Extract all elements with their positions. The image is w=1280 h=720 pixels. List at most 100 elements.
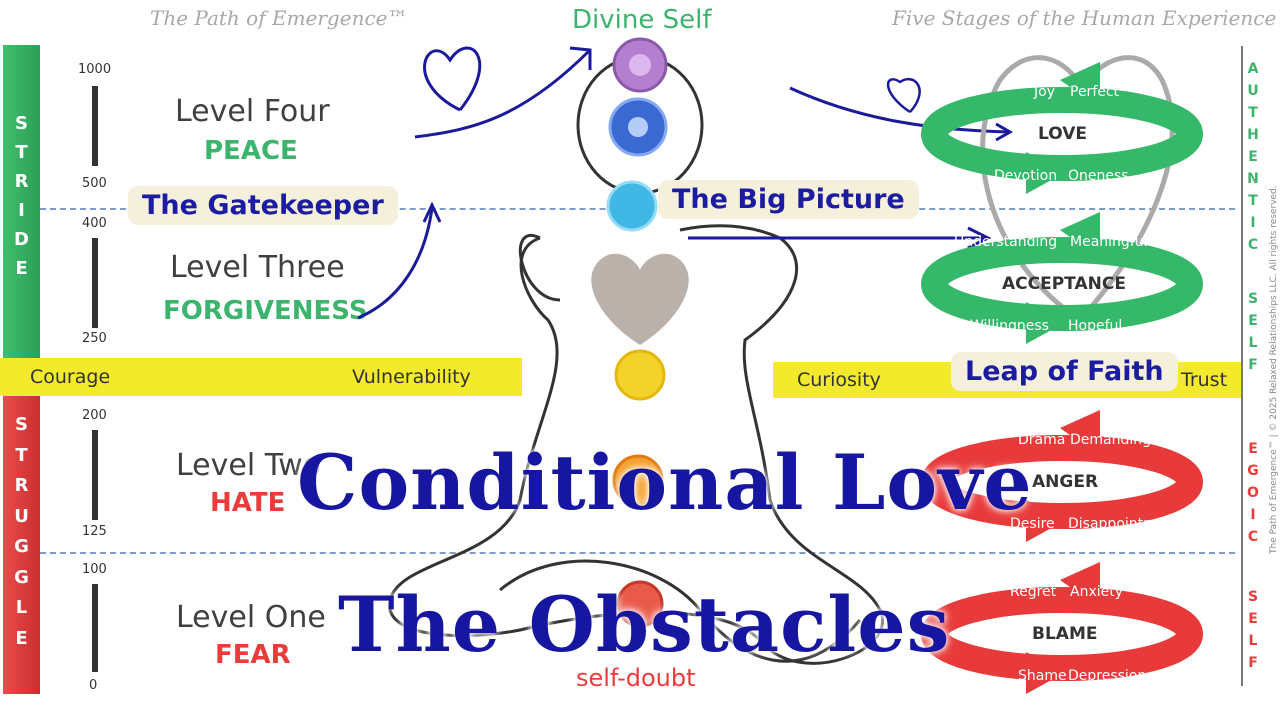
leg-outline bbox=[499, 559, 862, 663]
cycle-bottom-left-label: Desire bbox=[1010, 516, 1055, 532]
arrow-head-acceptance bbox=[967, 226, 992, 250]
scale-bar-one bbox=[92, 584, 98, 672]
level-two-word: HATE bbox=[210, 488, 286, 518]
authentic-text-letter: T bbox=[1248, 105, 1258, 121]
self-doubt-label: self-doubt bbox=[576, 664, 696, 692]
stride-text-letter: S bbox=[15, 113, 28, 134]
crown-chakra-core bbox=[629, 54, 651, 76]
scale-400: 400 bbox=[82, 216, 107, 231]
cycle-bottom-right-label: Oneness bbox=[1068, 168, 1129, 184]
scale-1000: 1000 bbox=[78, 62, 112, 77]
divine-self-title: Divine Self bbox=[572, 5, 712, 35]
scale-200: 200 bbox=[82, 408, 107, 423]
self-top-text-letter: S bbox=[1247, 291, 1259, 307]
authentic-text-letter: C bbox=[1247, 237, 1259, 253]
struggle-text-letter: U bbox=[14, 505, 29, 527]
copyright-wrap: The Path of Emergence™ | © 2025 Relaxed … bbox=[1269, 164, 1280, 564]
cycle-top-left-label: Regret bbox=[1010, 584, 1057, 600]
big-picture-callout: The Big Picture bbox=[658, 180, 919, 219]
egoic-text-letter: E bbox=[1248, 441, 1258, 457]
struggle-text-letter: G bbox=[14, 536, 29, 557]
stride-text-letter: D bbox=[14, 229, 29, 250]
cycle-arrow-top bbox=[1060, 562, 1100, 608]
scale-0: 0 bbox=[89, 678, 98, 693]
cycle-center-label: BLAME bbox=[1032, 624, 1098, 644]
stride-text-letter: R bbox=[14, 171, 29, 192]
arrow-to-gatekeeper bbox=[357, 207, 434, 320]
sacral-chakra-icon bbox=[612, 454, 664, 506]
cycle-bottom-right-label: Disappointment bbox=[1068, 516, 1180, 532]
cycle-top-right-label: Anxiety bbox=[1070, 584, 1124, 600]
cycle-top-right-label: Demanding bbox=[1070, 432, 1152, 448]
cycle-bottom-right-label: Depression bbox=[1068, 668, 1147, 684]
arm-outline bbox=[518, 234, 561, 302]
cycle-center-label: ANGER bbox=[1032, 472, 1099, 492]
body-outline bbox=[388, 224, 884, 665]
cycle-arrow-bottom bbox=[1026, 500, 1066, 542]
struggle-text-letter: S bbox=[15, 414, 28, 435]
right-divider bbox=[1241, 46, 1243, 686]
cycle-ring-love bbox=[921, 87, 1203, 181]
level-two-name: Level Two bbox=[176, 448, 321, 483]
cycle-arrow-bottom bbox=[1026, 652, 1066, 694]
authentic-text-letter: T bbox=[1248, 193, 1258, 209]
cycle-center-label: ACCEPTANCE bbox=[1002, 274, 1126, 294]
cycle-bottom-left-label: Devotion bbox=[994, 168, 1058, 184]
self-top-text-letter: E bbox=[1248, 313, 1258, 329]
authentic-text-letter: H bbox=[1247, 127, 1259, 143]
cycles-group bbox=[921, 62, 1203, 694]
cycle-ring-anger bbox=[921, 435, 1203, 529]
arrow-to-love bbox=[789, 86, 1011, 134]
band-vulnerability: Vulnerability bbox=[352, 366, 471, 388]
solar-plexus-chakra-icon bbox=[614, 349, 666, 401]
arrow-head-love bbox=[995, 122, 1014, 142]
overlay-the-obstacles: The Obstacles bbox=[338, 580, 951, 669]
scale-500: 500 bbox=[82, 176, 107, 191]
stride-text-letter: T bbox=[15, 142, 28, 163]
third-eye-chakra-core bbox=[628, 117, 648, 137]
level-one-name: Level One bbox=[176, 600, 326, 635]
level-four-name: Level Four bbox=[175, 94, 330, 129]
cycle-arrow-top bbox=[1060, 212, 1100, 258]
throat-chakra-icon bbox=[606, 180, 658, 232]
egoic-text-letter: O bbox=[1247, 485, 1259, 501]
cycle-top-right-label: Meaningful bbox=[1070, 234, 1148, 250]
arrow-head-divine bbox=[569, 46, 592, 70]
self-top-text-letter: F bbox=[1248, 357, 1258, 373]
scale-125: 125 bbox=[82, 524, 107, 539]
egoic-text-letter: C bbox=[1247, 529, 1259, 545]
level-one-word: FEAR bbox=[215, 640, 291, 670]
authentic-text-letter: E bbox=[1248, 149, 1258, 165]
struggle-text-letter: G bbox=[14, 566, 29, 588]
self-bottom-text-letter: L bbox=[1248, 633, 1258, 649]
level-four-word: PEACE bbox=[204, 136, 298, 166]
cycle-arrow-bottom bbox=[1026, 152, 1066, 194]
cycle-top-left-label: Drama bbox=[1018, 432, 1066, 448]
cycle-arrow-bottom bbox=[1026, 302, 1066, 344]
overlay-conditional-love: Conditional Love bbox=[297, 438, 1033, 527]
level-three-name: Level Three bbox=[170, 250, 345, 285]
arrow-to-divine bbox=[414, 48, 592, 139]
cycle-bottom-left-label: Willingness bbox=[970, 318, 1049, 334]
band-curiosity: Curiosity bbox=[797, 369, 881, 391]
heart-shape bbox=[591, 253, 689, 345]
band-trust: Trust bbox=[1181, 369, 1228, 391]
cycle-center-label: LOVE bbox=[1038, 124, 1087, 144]
cycle-ring-blame bbox=[921, 587, 1203, 681]
heart-doodle-left bbox=[423, 46, 482, 112]
level-three-word: FORGIVENESS bbox=[163, 296, 368, 326]
stride-text-letter: E bbox=[15, 258, 28, 279]
root-chakra-icon bbox=[616, 580, 664, 628]
egoic-text-letter: I bbox=[1250, 507, 1256, 523]
cycle-ring-acceptance bbox=[921, 237, 1203, 331]
leap-of-faith-callout: Leap of Faith bbox=[951, 352, 1178, 391]
scale-100: 100 bbox=[82, 562, 107, 577]
struggle-text-letter: T bbox=[15, 444, 28, 466]
authentic-text-letter: I bbox=[1250, 215, 1256, 231]
